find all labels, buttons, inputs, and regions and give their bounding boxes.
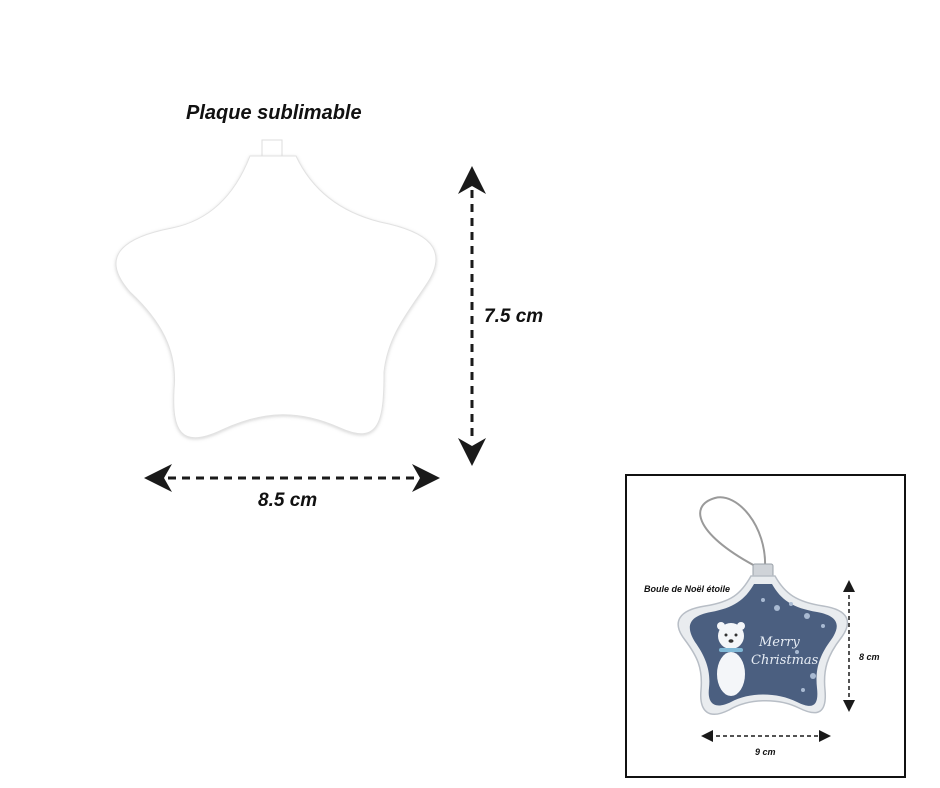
- snowflake-decoration: [761, 598, 825, 692]
- product-title: Plaque sublimable: [186, 102, 362, 124]
- ornament-text-merry: Merry: [758, 635, 800, 650]
- height-dimension-arrow: [458, 166, 486, 466]
- inset-width-dimension-arrow: [701, 730, 831, 742]
- polar-bear-figure: [717, 622, 745, 696]
- ornament-inset-panel: Merry Christmas Boule de Noël étoile 8 c…: [625, 474, 906, 778]
- ornament-string: [699, 496, 767, 569]
- plate-hanging-tab: [261, 139, 283, 159]
- height-label: 7.5 cm: [484, 306, 544, 327]
- star-plate: [115, 155, 437, 439]
- inset-height-dimension-arrow: [843, 580, 855, 712]
- width-dimension-arrow: [144, 464, 440, 492]
- inset-width-label: 9 cm: [755, 747, 776, 757]
- width-label: 8.5 cm: [258, 490, 318, 511]
- ornament-text-christmas: Christmas: [751, 653, 819, 668]
- inset-title: Boule de Noël étoile: [644, 584, 731, 594]
- ornament-illustration: Merry Christmas: [677, 496, 855, 742]
- inset-height-label: 8 cm: [859, 652, 880, 662]
